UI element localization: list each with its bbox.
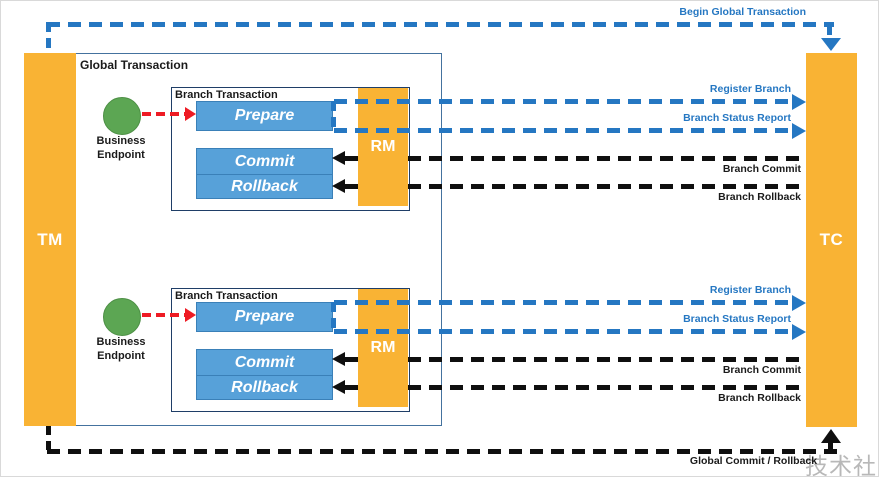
begin-global-transaction-arrowhead-icon	[821, 38, 841, 51]
branch-commit-line-icon	[408, 156, 806, 161]
prepare-label: Prepare	[234, 308, 295, 325]
business-endpoint-icon	[103, 298, 141, 336]
business-endpoint-label: Business Endpoint	[87, 134, 155, 162]
branch-rollback-arrowhead-icon	[332, 380, 345, 394]
register-branch-connector-icon	[331, 101, 336, 131]
rm-node: RM	[358, 289, 408, 407]
rollback-label: Rollback	[231, 177, 298, 195]
invoke-line-icon	[142, 112, 187, 116]
rollback-step: Rollback	[196, 174, 333, 199]
branch-rollback-label: Branch Rollback	[718, 191, 801, 203]
branch-rollback-stub-icon	[344, 184, 358, 189]
branch-status-report-arrowhead-icon	[792, 324, 806, 340]
branch-rollback-line-icon	[408, 184, 806, 189]
register-branch-line-icon	[334, 99, 792, 104]
business-endpoint-line2: Endpoint	[97, 149, 145, 161]
prepare-step: Prepare	[196, 101, 333, 131]
rollback-label: Rollback	[231, 378, 298, 396]
global-transaction-label: Global Transaction	[80, 58, 189, 72]
branch-rollback-label: Branch Rollback	[718, 392, 801, 404]
register-branch-label: Register Branch	[709, 284, 791, 296]
branch-group-1: Branch Transaction Prepare Commit Rollba…	[1, 83, 878, 212]
commit-label: Commit	[234, 353, 295, 371]
register-branch-line-icon	[334, 300, 792, 305]
branch-transaction-label: Branch Transaction	[175, 290, 278, 302]
register-branch-arrowhead-icon	[792, 94, 806, 110]
invoke-line-icon	[142, 313, 187, 317]
begin-global-transaction-label: Begin Global Transaction	[679, 6, 806, 18]
branch-transaction-label: Branch Transaction	[175, 89, 278, 101]
global-commit-rollback-line-icon	[47, 449, 837, 454]
branch-status-report-arrowhead-icon	[792, 123, 806, 139]
business-endpoint-line1: Business	[96, 135, 146, 147]
branch-commit-arrowhead-icon	[332, 352, 345, 366]
tc-node: TC	[806, 53, 857, 427]
branch-commit-label: Branch Commit	[722, 364, 801, 376]
business-endpoint-icon	[103, 97, 141, 135]
invoke-arrowhead-icon	[185, 308, 196, 322]
business-endpoint-label: Business Endpoint	[87, 335, 155, 363]
register-branch-label: Register Branch	[709, 83, 791, 95]
branch-status-report-line-icon	[334, 329, 792, 334]
branch-commit-arrowhead-icon	[332, 151, 345, 165]
global-commit-rollback-line-vertical-icon	[46, 426, 51, 453]
begin-global-transaction-line-icon	[47, 22, 834, 27]
prepare-label: Prepare	[234, 107, 295, 124]
branch-commit-line-icon	[408, 357, 806, 362]
branch-commit-label: Branch Commit	[722, 163, 801, 175]
rollback-step: Rollback	[196, 375, 333, 400]
branch-commit-stub-icon	[344, 156, 358, 161]
tm-label: TM	[37, 229, 63, 249]
commit-label: Commit	[234, 152, 295, 170]
invoke-arrowhead-icon	[185, 107, 196, 121]
global-commit-rollback-label: Global Commit / Rollback	[689, 455, 818, 467]
prepare-step: Prepare	[196, 302, 333, 332]
branch-status-report-line-icon	[334, 128, 792, 133]
register-branch-connector-icon	[331, 302, 336, 332]
branch-rollback-line-icon	[408, 385, 806, 390]
global-commit-rollback-arrowhead-icon	[821, 429, 841, 443]
commit-step: Commit	[196, 349, 333, 376]
rm-node: RM	[358, 88, 408, 206]
branch-rollback-arrowhead-icon	[332, 179, 345, 193]
branch-status-report-label: Branch Status Report	[683, 112, 791, 124]
tc-label: TC	[819, 230, 844, 249]
branch-status-report-label: Branch Status Report	[683, 313, 791, 325]
register-branch-arrowhead-icon	[792, 295, 806, 311]
begin-global-transaction-line-bend-icon	[827, 25, 832, 39]
commit-step: Commit	[196, 148, 333, 175]
global-commit-rollback-line-bend-icon	[828, 441, 833, 451]
branch-group-2: Branch Transaction Prepare Commit Rollba…	[1, 284, 878, 413]
begin-global-transaction-line-vertical-icon	[46, 22, 51, 53]
watermark-text: 技术社区	[805, 454, 877, 477]
rm-label: RM	[370, 138, 396, 155]
branch-rollback-stub-icon	[344, 385, 358, 390]
tm-node: TM	[24, 53, 76, 426]
branch-commit-stub-icon	[344, 357, 358, 362]
rm-label: RM	[370, 339, 396, 356]
business-endpoint-line2: Endpoint	[97, 350, 145, 362]
business-endpoint-line1: Business	[96, 336, 146, 348]
